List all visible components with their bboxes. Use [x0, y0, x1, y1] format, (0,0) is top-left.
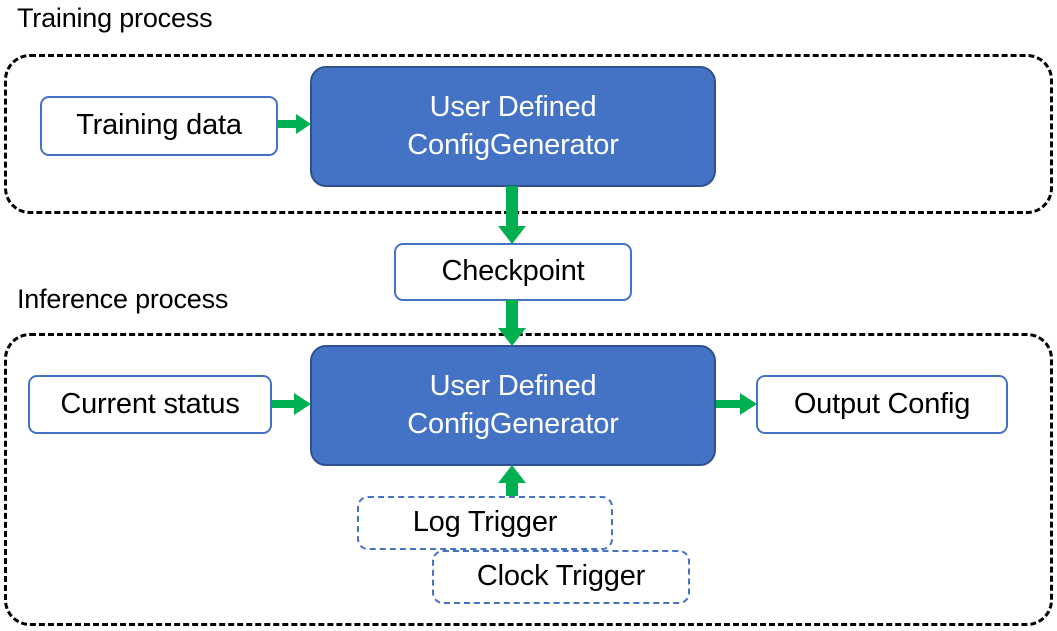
node-current-status[interactable]: Current status [28, 375, 272, 434]
config-generator-training-line1: User Defined [429, 91, 597, 124]
config-generator-inference-line1: User Defined [429, 370, 597, 403]
node-output-config[interactable]: Output Config [756, 375, 1008, 434]
node-user-defined-config-generator-inference[interactable]: User Defined ConfigGenerator [310, 345, 716, 466]
node-user-defined-config-generator-training[interactable]: User Defined ConfigGenerator [310, 66, 716, 187]
arrow-generator-to-output-config-icon [716, 391, 758, 422]
training-process-label: Training process [17, 3, 213, 33]
inference-process-label: Inference process [17, 284, 229, 314]
arrow-current-status-to-generator-icon [272, 391, 312, 422]
node-log-trigger[interactable]: Log Trigger [357, 496, 613, 550]
arrow-triggers-to-generator-icon [497, 465, 527, 508]
config-generator-inference-line2: ConfigGenerator [407, 407, 619, 440]
arrow-generator-to-checkpoint-icon [497, 186, 527, 251]
inference-process-container [4, 333, 1053, 626]
arrow-training-data-to-generator-icon [278, 112, 312, 141]
config-generator-training-line2: ConfigGenerator [407, 128, 619, 161]
node-clock-trigger[interactable]: Clock Trigger [432, 550, 690, 604]
node-checkpoint[interactable]: Checkpoint [394, 243, 632, 301]
node-training-data[interactable]: Training data [40, 96, 278, 156]
arrow-checkpoint-to-generator-icon [497, 300, 527, 353]
training-process-container [4, 54, 1053, 214]
